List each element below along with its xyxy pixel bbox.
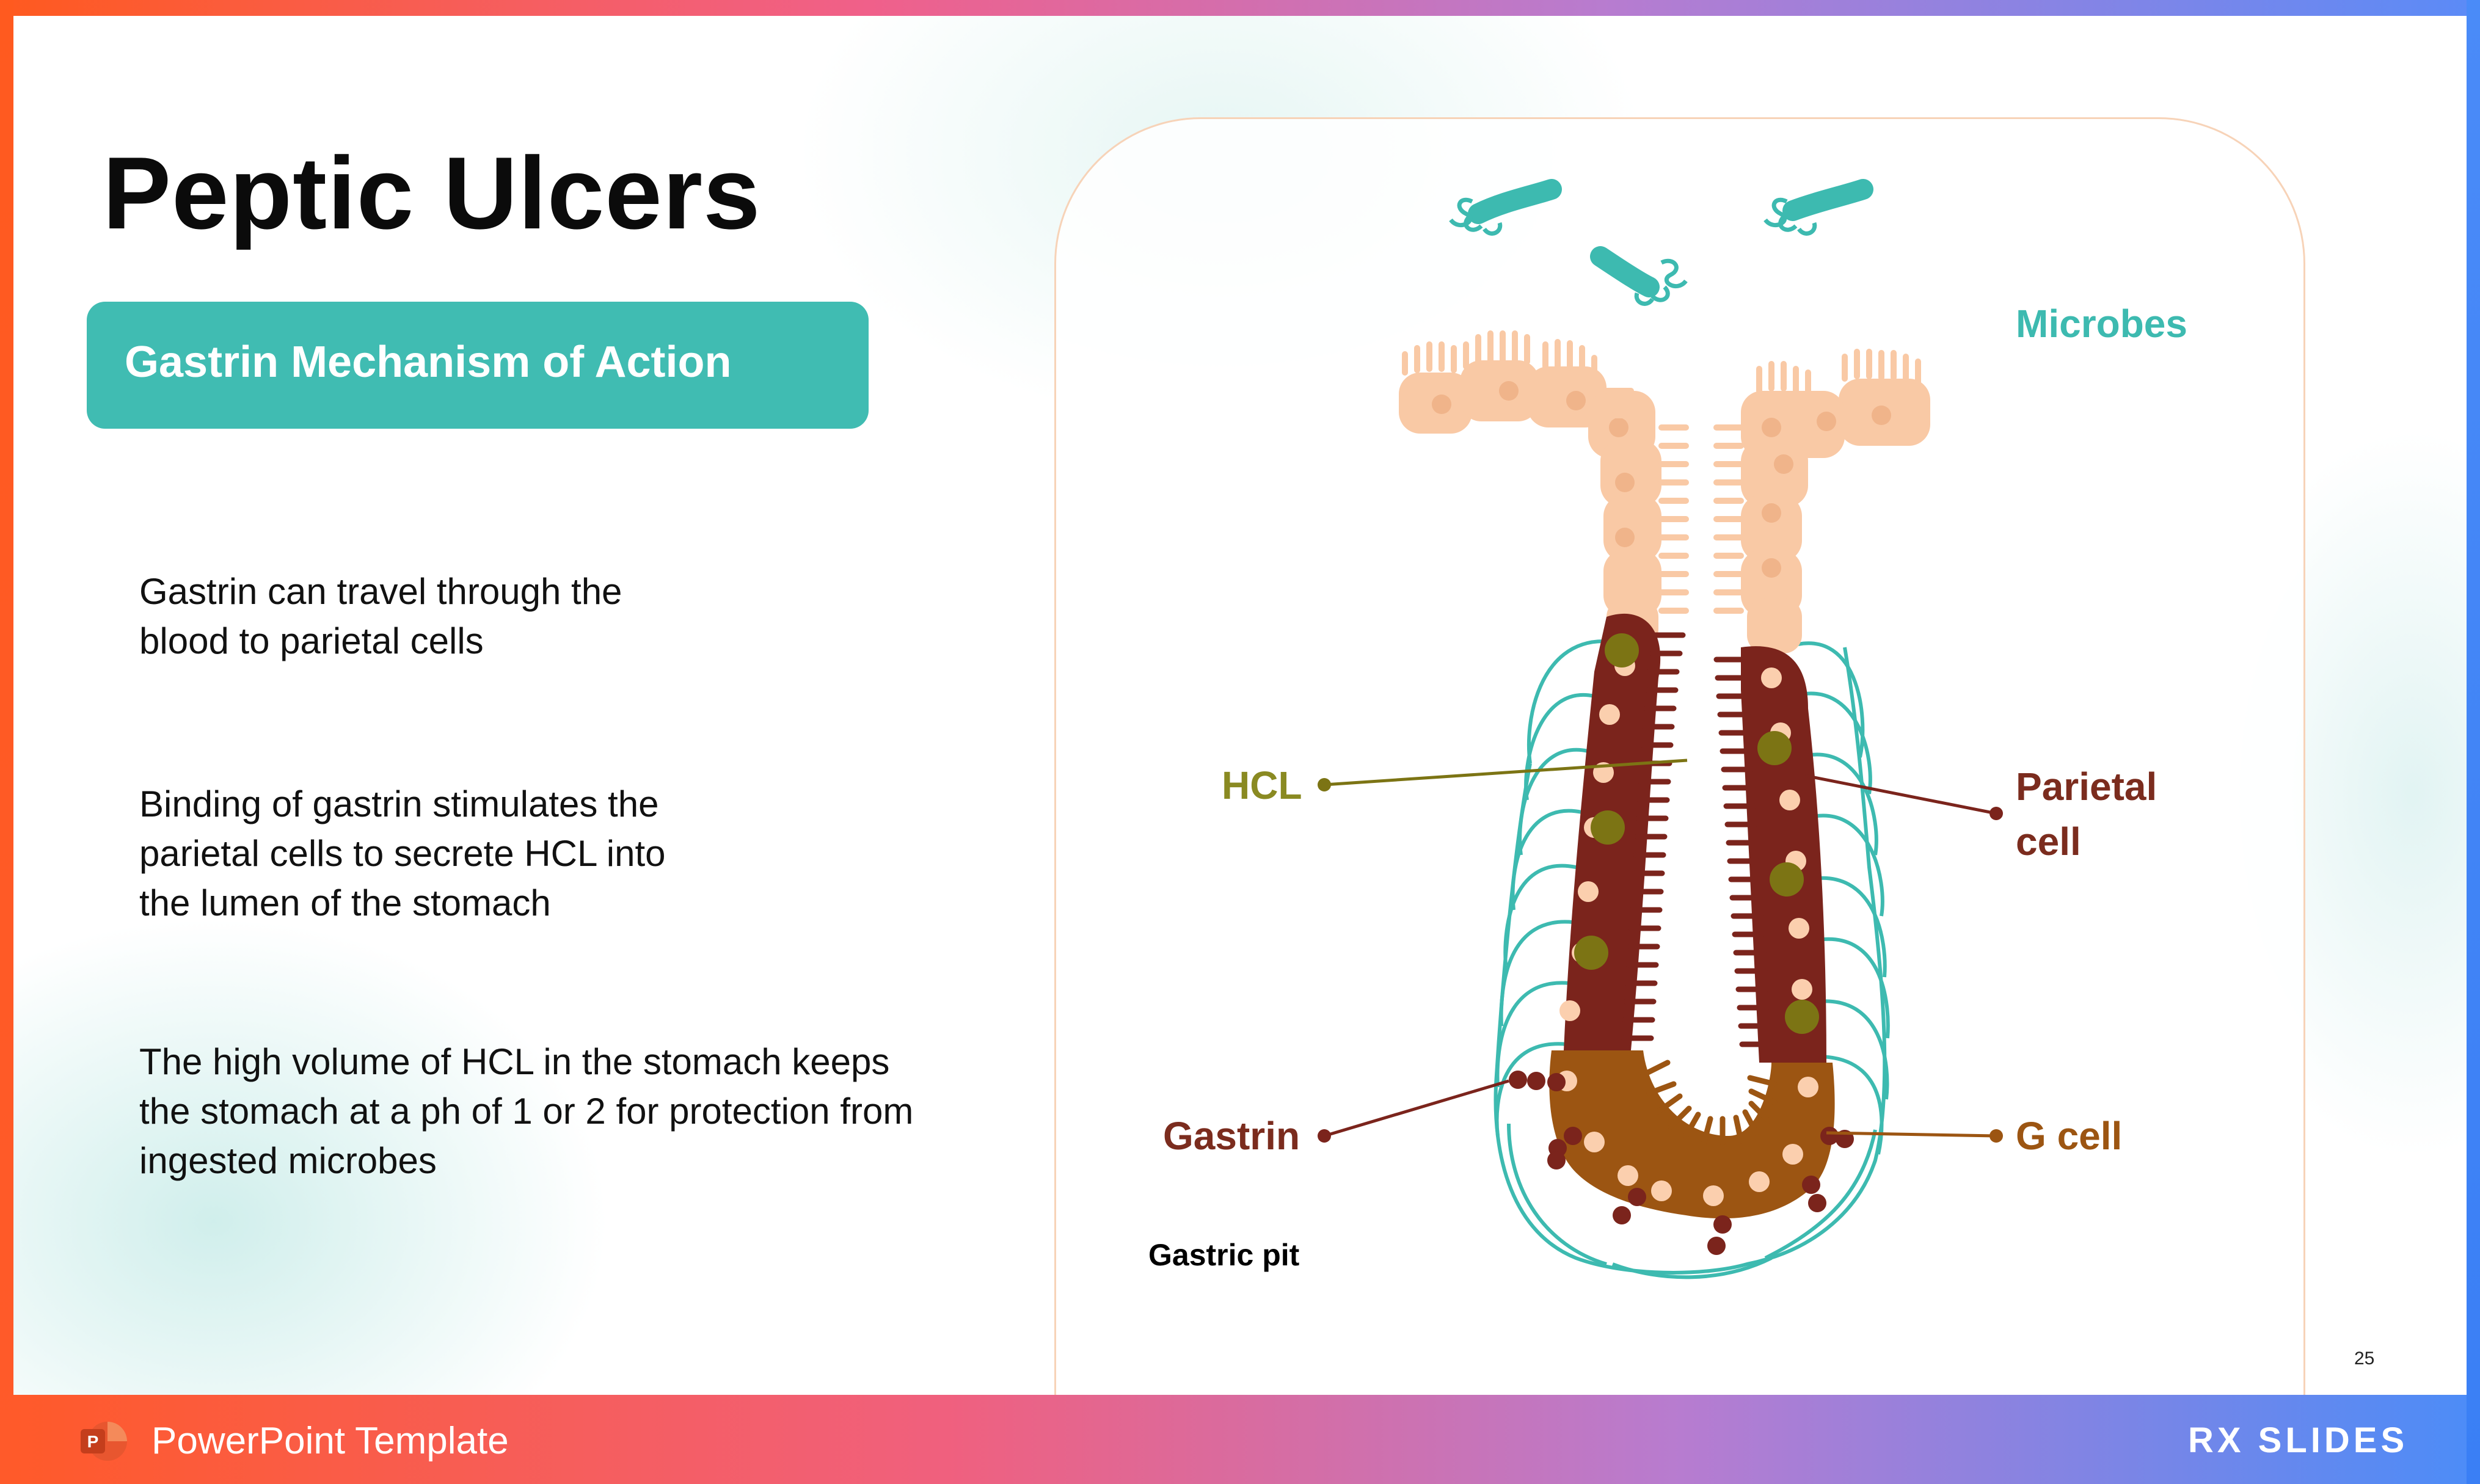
- label-gastrin: Gastrin: [1163, 1114, 1300, 1158]
- microbe-icon: [1600, 256, 1686, 304]
- microbe-icon: [1765, 189, 1863, 233]
- microbe-icon: [1451, 189, 1552, 233]
- gastrin-pointer: [1318, 1081, 1509, 1143]
- parietal-pointer: [1805, 776, 2003, 820]
- svg-text:P: P: [87, 1432, 99, 1451]
- powerpoint-icon: P: [77, 1419, 133, 1463]
- brand-text: RX SLIDES: [2188, 1420, 2408, 1460]
- label-hcl: HCL: [1222, 763, 1302, 807]
- footer-template-label: PowerPoint Template: [151, 1419, 509, 1463]
- rx-slides-logo: RX SLIDES: [2188, 1414, 2426, 1466]
- label-microbes: Microbes: [2016, 302, 2187, 346]
- page-number: 25: [2354, 1348, 2374, 1369]
- label-parietal-line1: Parietal: [2016, 765, 2157, 809]
- label-parietal-line2: cell: [2016, 820, 2081, 864]
- label-g-cell: G cell: [2016, 1114, 2122, 1158]
- footer-bar: P PowerPoint Template RX SLIDES: [13, 1395, 2467, 1484]
- label-gastric-pit: Gastric pit: [1148, 1238, 1300, 1272]
